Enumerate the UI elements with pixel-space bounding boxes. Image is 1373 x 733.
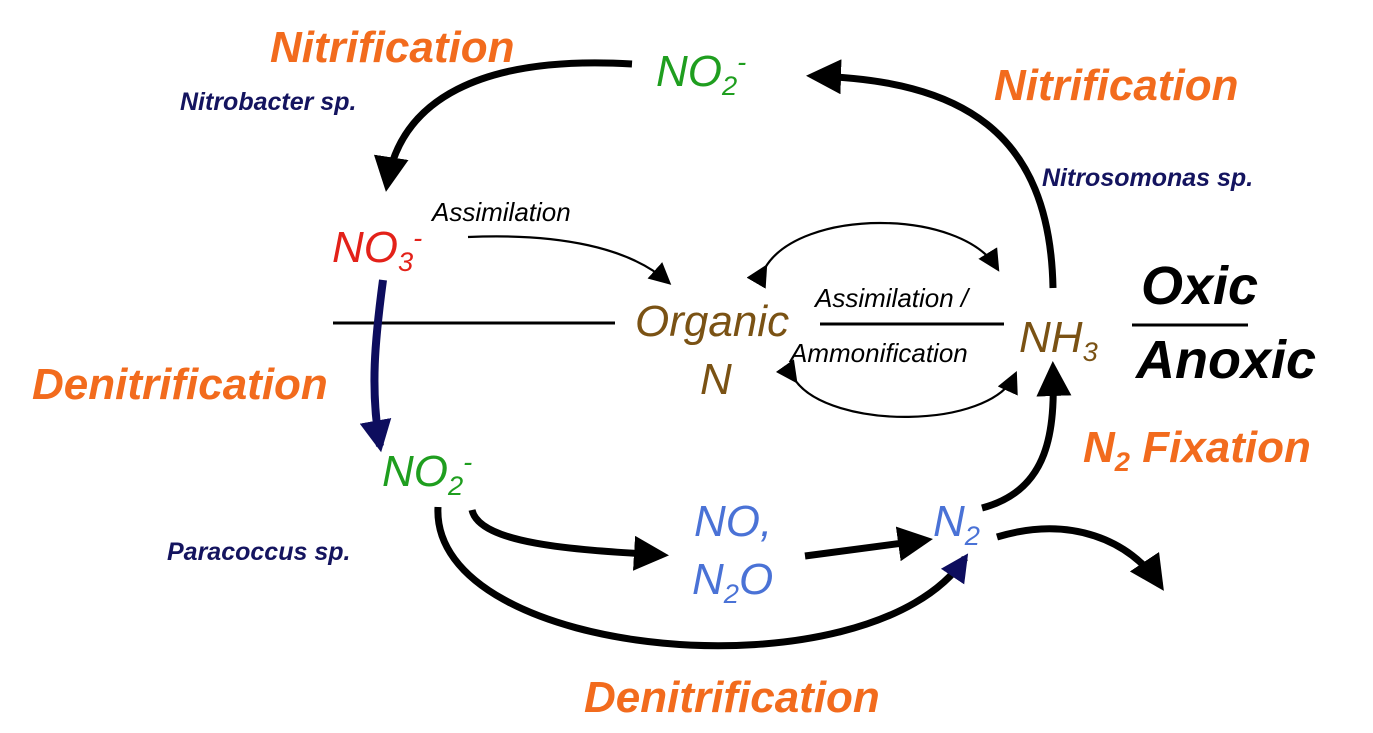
nitrification-right-label: Nitrification <box>994 61 1239 110</box>
assimilation-mid-label: Assimilation / <box>815 283 969 313</box>
no-species: NO, <box>694 497 773 546</box>
organic-n-species-line2: N <box>700 355 732 404</box>
oxic-label: Oxic <box>1141 256 1259 316</box>
arrow-organic-to-nh3-upper <box>746 221 1000 289</box>
n2-species: N2 <box>933 497 980 551</box>
arrow-nh3-to-organic-lower <box>775 359 1018 418</box>
n2o-species: N2O <box>692 555 774 609</box>
ammonification-label: Ammonification <box>790 338 968 368</box>
arrow-no2-to-n2-lower-arc <box>434 506 969 650</box>
arrow-no-to-n2 <box>804 526 933 562</box>
organic-n-species-line1: Organic <box>635 297 790 346</box>
assimilation-left-label: Assimilation <box>432 197 571 227</box>
nitrosomonas-label: Nitrosomonas sp. <box>1042 164 1254 192</box>
arrow-no3-to-no2 <box>359 279 392 453</box>
arrow-no3-to-organic <box>467 235 672 285</box>
arrow-no2-to-no3 <box>373 59 633 192</box>
n2-fixation-word: Fixation <box>1142 423 1311 472</box>
no2-top-species: NO2- <box>656 46 747 101</box>
anoxic-label: Anoxic <box>1136 330 1317 390</box>
denitrification-bottom-label: Denitrification <box>584 673 880 722</box>
paracoccus-label: Paracoccus sp. <box>167 538 351 566</box>
nitrobacter-label: Nitrobacter sp. <box>180 88 357 116</box>
nh3-species: NH3 <box>1019 313 1098 367</box>
arrow-nh3-to-no2 <box>806 59 1057 289</box>
arrow-no2-to-no <box>468 508 669 571</box>
no2-bottom-species: NO2- <box>382 446 473 501</box>
arrow-n2-to-nh3 <box>981 361 1072 512</box>
n2-fixation-n: N <box>1083 423 1115 472</box>
n2-fixation-label: N2 Fixation <box>1083 423 1311 475</box>
denitrification-left-label: Denitrification <box>32 360 328 409</box>
arrow-n2-to-atmosphere <box>995 525 1164 591</box>
nitrification-left-label: Nitrification <box>270 23 515 72</box>
no3-species: NO3- <box>332 222 423 277</box>
n2-fixation-sub: 2 <box>1114 445 1130 477</box>
